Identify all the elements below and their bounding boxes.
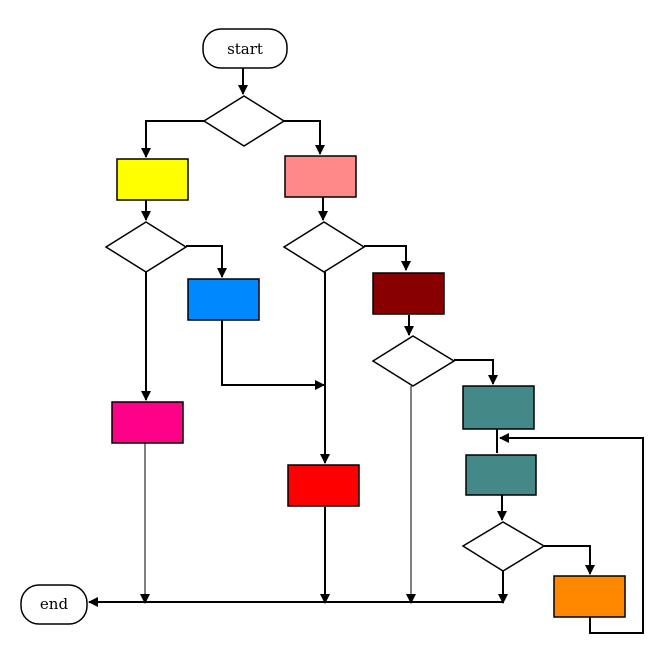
connectors <box>88 68 644 634</box>
start-terminal: start <box>202 28 288 69</box>
start-label: start <box>227 40 263 58</box>
process-teal-2 <box>465 454 537 496</box>
end-label: end <box>40 595 69 613</box>
connector-orange-loop-to-teal <box>499 433 644 634</box>
connector-decision1-to-salmon <box>284 120 325 155</box>
connector-decision2-to-blue <box>186 245 227 278</box>
decision-2 <box>104 221 188 273</box>
decision-1 <box>202 95 286 147</box>
connector-blue-to-middle <box>221 320 325 390</box>
end-terminal-shape <box>20 584 88 625</box>
connector-decision1-to-yellow <box>141 120 204 158</box>
processes <box>111 155 626 618</box>
process-magenta <box>111 401 184 444</box>
start-terminal-shape <box>202 28 288 69</box>
decision-5 <box>461 521 546 572</box>
process-orange <box>553 575 626 618</box>
process-yellow <box>116 158 189 201</box>
decision-4 <box>371 335 456 387</box>
process-salmon <box>284 155 357 198</box>
connector-decision4-to-teal1 <box>454 359 498 385</box>
end-terminal: end <box>20 584 88 625</box>
decision-3 <box>282 221 366 273</box>
process-red <box>287 464 360 507</box>
thin-connectors <box>140 386 416 604</box>
process-darkred <box>372 272 445 315</box>
process-teal-1 <box>462 385 535 430</box>
connector-decision5-to-orange <box>544 545 595 575</box>
connector-decision3-to-darkred <box>364 245 411 271</box>
decisions <box>104 95 546 572</box>
process-blue <box>187 278 260 321</box>
